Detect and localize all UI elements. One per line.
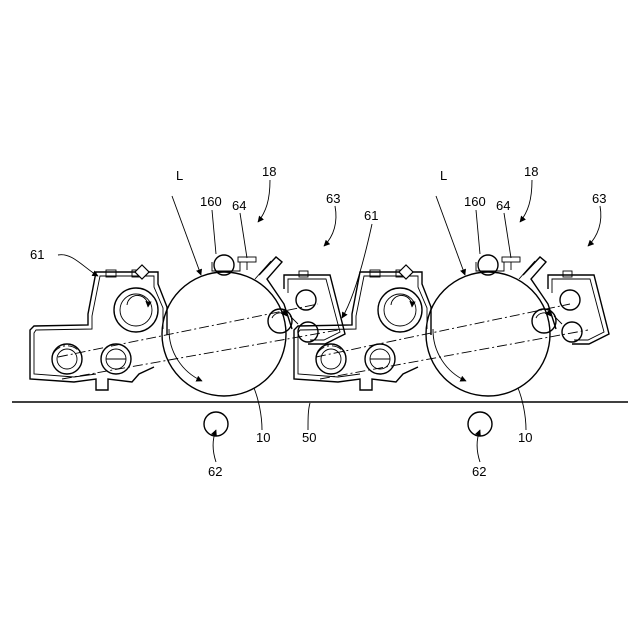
leader-160-right <box>476 210 480 254</box>
label-L-right: L <box>440 168 447 183</box>
leader-61-mid <box>342 224 372 318</box>
label-63-left: 63 <box>326 191 340 206</box>
leader-50 <box>308 403 310 430</box>
light-path-line-lower <box>62 330 338 379</box>
leader-64-right <box>504 213 511 258</box>
leader-62-right <box>477 430 480 462</box>
leader-61-left <box>58 255 98 276</box>
label-64-left: 64 <box>232 198 246 213</box>
label-18-left: 18 <box>262 164 276 179</box>
right-station <box>294 196 609 436</box>
left-station <box>30 196 345 436</box>
leader-18-left <box>258 180 270 222</box>
label-160-right: 160 <box>464 194 486 209</box>
label-18-right: 18 <box>524 164 538 179</box>
label-62-left: 62 <box>208 464 222 479</box>
label-64-right: 64 <box>496 198 510 213</box>
light-path-line-upper <box>58 304 318 357</box>
light-path-line-lower-right <box>320 330 588 379</box>
label-61-left: 61 <box>30 247 44 262</box>
label-L-left: L <box>176 168 183 183</box>
label-63-right: 63 <box>592 191 606 206</box>
leader-18-right <box>520 180 532 222</box>
label-62-right: 62 <box>472 464 486 479</box>
leader-10-right <box>518 388 526 430</box>
label-160-left: 160 <box>200 194 222 209</box>
light-path-line-upper-right <box>316 304 570 357</box>
leader-160-left <box>212 210 216 254</box>
label-10-left: 10 <box>256 430 270 445</box>
label-50: 50 <box>302 430 316 445</box>
leader-10-left <box>254 388 262 430</box>
label-61-mid: 61 <box>364 208 378 223</box>
leader-63-left <box>324 206 336 246</box>
leader-64-left <box>240 213 247 258</box>
leader-63-right <box>588 206 601 246</box>
leader-62-left <box>213 430 216 462</box>
label-10-right: 10 <box>518 430 532 445</box>
